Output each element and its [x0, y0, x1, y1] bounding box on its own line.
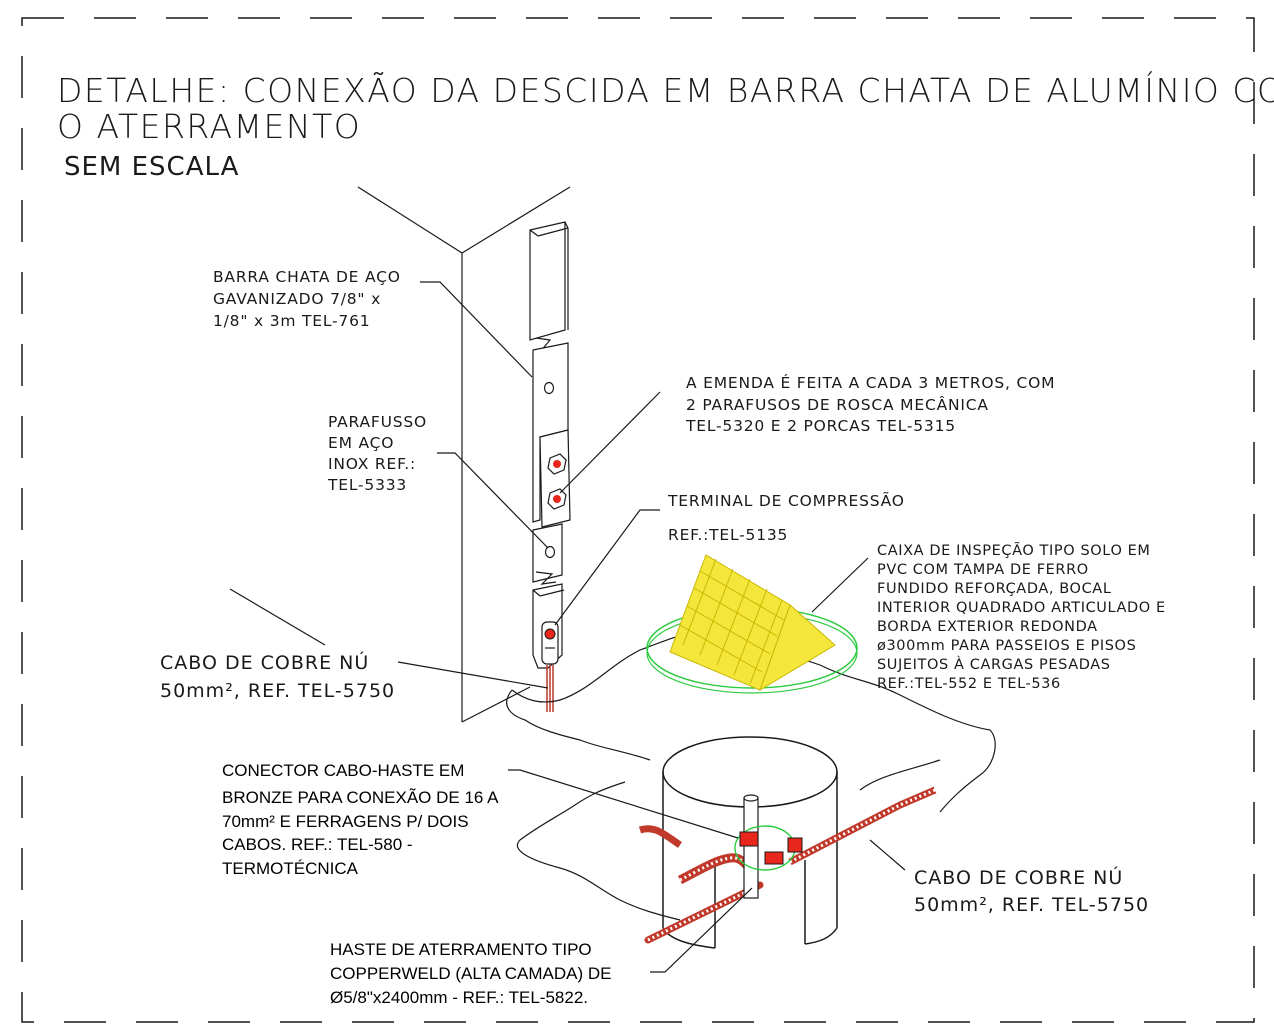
copper-cable-ground [638, 786, 937, 944]
flat-steel-bar [529, 221, 571, 669]
callout-copper-cable-lower: CABO DE COBRE NÚ 50mm², REF. TEL-5750 [914, 865, 1149, 916]
leader-lines [397, 281, 906, 973]
title-line-2: O ATERRAMENTO [57, 107, 361, 146]
callout-bolt: PARAFUSSO EM AÇO INOX REF.: TEL-5333 [327, 413, 427, 494]
rod-cable-connector [734, 825, 803, 871]
cable-upper-line-2: 50mm², REF. TEL-5750 [160, 680, 395, 702]
connector-line-3: 70mm² E FERRAGENS P/ DOIS [222, 812, 469, 831]
connector-line-5: TERMOTÉCNICA [222, 859, 359, 878]
stainless-bolt-upper [547, 453, 567, 475]
scale-note: SEM ESCALA [64, 152, 239, 182]
stainless-bolt-lower [547, 488, 567, 510]
rod-line-2: COPPERWELD (ALTA CAMADA) DE [330, 964, 612, 983]
callout-copper-cable-upper: CABO DE COBRE NÚ 50mm², REF. TEL-5750 [160, 650, 395, 702]
callout-connector: CONECTOR CABO-HASTE EM BRONZE PARA CONEX… [222, 761, 499, 878]
title-line-1: DETALHE: CONEXÃO DA DESCIDA EM BARRA CHA… [57, 70, 1274, 110]
rod-line-3: Ø5/8"x2400mm - REF.: TEL-5822. [330, 988, 588, 1007]
box-line-1: CAIXA DE INSPEÇÃO TIPO SOLO EM [877, 542, 1151, 559]
callout-flat-bar: BARRA CHATA DE AÇO GAVANIZADO 7/8" x 1/8… [213, 268, 401, 330]
connector-line-2: BRONZE PARA CONEXÃO DE 16 A [222, 788, 499, 807]
box-line-2: PVC COM TAMPA DE FERRO [877, 562, 1089, 578]
rod-line-1: HASTE DE ATERRAMENTO TIPO [330, 940, 592, 959]
box-line-5: BORDA EXTERIOR REDONDA [877, 619, 1098, 635]
connector-line-1: CONECTOR CABO-HASTE EM [222, 761, 464, 780]
splice-line-3: TEL-5320 E 2 PORCAS TEL-5315 [685, 417, 956, 435]
building-corner [229, 186, 571, 723]
splice-line-1: A EMENDA É FEITA A CADA 3 METROS, COM [686, 373, 1055, 392]
box-line-8: REF.:TEL-552 E TEL-536 [877, 676, 1061, 692]
callout-inspection-box: CAIXA DE INSPEÇÃO TIPO SOLO EM PVC COM T… [877, 542, 1166, 692]
cable-lower-line-2: 50mm², REF. TEL-5750 [914, 894, 1149, 916]
inspection-box [646, 554, 858, 694]
box-line-3: FUNDIDO REFORÇADA, BOCAL [877, 581, 1112, 597]
bolt-line-3: INOX REF.: [328, 455, 416, 473]
callout-splice: A EMENDA É FEITA A CADA 3 METROS, COM 2 … [685, 373, 1055, 435]
cable-lower-line-1: CABO DE COBRE NÚ [914, 865, 1123, 889]
connector-line-4: CABOS. REF.: TEL-580 - [222, 835, 413, 854]
bolt-holes [543, 381, 556, 559]
ground-rod [743, 794, 759, 899]
copper-cable-vertical [546, 665, 554, 712]
flat-bar-line-1: BARRA CHATA DE AÇO [213, 268, 401, 286]
bolt-line-1: PARAFUSSO [328, 413, 427, 431]
terminal-line-1: TERMINAL DE COMPRESSÃO [667, 491, 905, 510]
bolt-line-2: EM AÇO [328, 434, 394, 452]
callout-ground-rod: HASTE DE ATERRAMENTO TIPO COPPERWELD (AL… [330, 940, 612, 1007]
ground-excavation [506, 632, 996, 921]
box-line-6: ø300mm PARA PASSEIOS E PISOS [877, 638, 1136, 654]
box-line-4: INTERIOR QUADRADO ARTICULADO E [877, 600, 1166, 616]
compression-terminal [541, 621, 559, 665]
box-line-7: SUJEITOS À CARGAS PESADAS [877, 656, 1111, 673]
flat-bar-line-3: 1/8" x 3m TEL-761 [213, 312, 370, 330]
callout-terminal: TERMINAL DE COMPRESSÃO REF.:TEL-5135 [667, 491, 905, 544]
splice-line-2: 2 PARAFUSOS DE ROSCA MECÂNICA [686, 395, 989, 414]
terminal-line-2: REF.:TEL-5135 [668, 526, 788, 544]
flat-bar-line-2: GAVANIZADO 7/8" x [213, 290, 381, 308]
sheet-border [21, 17, 1255, 1023]
bolt-line-4: TEL-5333 [327, 476, 407, 494]
cable-upper-line-1: CABO DE COBRE NÚ [160, 650, 369, 674]
